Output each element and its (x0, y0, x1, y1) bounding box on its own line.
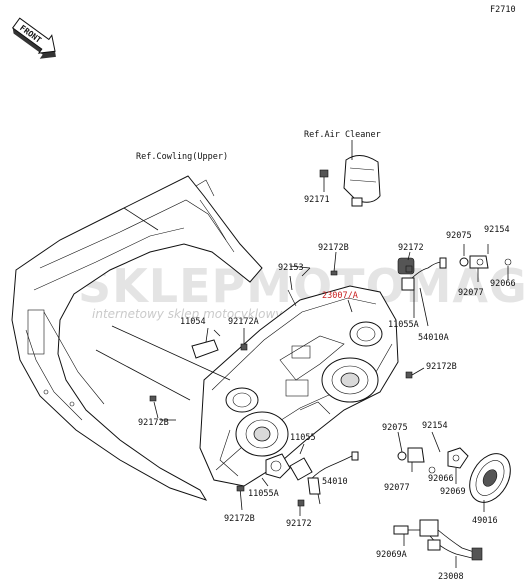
part-92172b-left-label: 92172B (138, 418, 169, 428)
screw-92172-top (407, 251, 411, 261)
screw-92172-bottom (297, 499, 305, 516)
bracket-11054 (191, 327, 248, 359)
upper-cowling (11, 175, 263, 501)
screw-92153 (287, 275, 297, 307)
part-54010-label: 54010 (322, 477, 348, 487)
part-23008-label: 23008 (438, 572, 464, 582)
part-92172b-top-label: 92172B (318, 243, 349, 253)
leader-lines (95, 207, 311, 455)
part-92172-top-label: 92172 (398, 243, 424, 253)
part-92066-bottom-label: 92066 (428, 474, 454, 484)
screw-92172b-bottom (236, 485, 245, 511)
part-92154-top-label: 92154 (484, 225, 510, 235)
part-11055-label: 11055 (290, 433, 316, 443)
part-92171-label: 92171 (304, 195, 330, 205)
upper-bulb-assembly (397, 244, 512, 327)
screw-92172b-left (149, 395, 159, 419)
part-49016-label: 49016 (472, 516, 498, 526)
ref-air-cleaner-label: Ref.Air Cleaner (304, 130, 381, 140)
screw-92172b-right (405, 367, 425, 379)
part-23007a-label: 23007/A (322, 291, 358, 301)
part-92172b-right-label: 92172B (426, 362, 457, 372)
front-direction-arrow: FRONT (11, 17, 56, 59)
part-92075-bottom-label: 92075 (382, 423, 408, 433)
ref-cowling-upper-label: Ref.Cowling(Upper) (136, 152, 228, 162)
part-92172-bottom-label: 92172 (286, 519, 312, 529)
clip-92171 (319, 169, 329, 192)
part-92153-label: 92153 (278, 263, 304, 273)
screw-92172b-top (330, 251, 338, 276)
watermark-tagline: internetowy sklep motocyklowy (92, 307, 283, 321)
headlight-housing (199, 285, 399, 487)
part-92077-bottom-label: 92077 (384, 483, 410, 493)
part-92172b-bottom-label: 92172B (224, 514, 255, 524)
part-92066-top-label: 92066 (490, 279, 516, 289)
figure-code: F2710 (490, 5, 516, 15)
part-11055a-bottom-label: 11055A (248, 489, 279, 499)
part-54010a-label: 54010A (418, 333, 449, 343)
socket-harness-23008 (393, 519, 483, 568)
part-92069a-label: 92069A (376, 550, 407, 560)
part-92077-top-label: 92077 (458, 288, 484, 298)
air-cleaner-duct (343, 140, 381, 207)
part-11054-label: 11054 (180, 317, 206, 327)
part-92075-top-label: 92075 (446, 231, 472, 241)
dust-cover-49016 (469, 453, 511, 512)
part-92069-label: 92069 (440, 487, 466, 497)
part-92172a-label: 92172A (228, 317, 259, 327)
part-11055a-top-label: 11055A (388, 320, 419, 330)
part-92154-bottom-label: 92154 (422, 421, 448, 431)
lower-bulb-assembly (261, 431, 469, 505)
